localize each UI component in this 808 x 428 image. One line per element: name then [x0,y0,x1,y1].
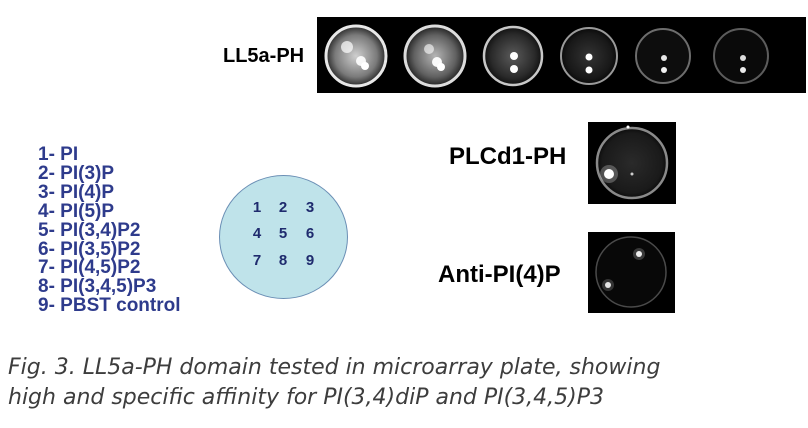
plate-position-2: 2 [278,199,288,216]
caption-line-2: high and specific affinity for PI(3,4)di… [8,385,605,410]
legend-item: 1- PI [38,144,79,165]
plate-position-8: 8 [278,252,288,269]
ll5a-ph-label: LL5a-PH [223,45,305,67]
plate-position-3: 3 [305,199,315,216]
ll5a-well-2 [403,24,467,88]
ll5a-well-1 [324,24,388,88]
anti-pi4p-well [595,236,667,308]
plcd1-ph-label: PLCd1-PH [449,143,567,170]
caption-line-1: Fig. 3. LL5a-PH domain tested in microar… [8,355,661,380]
legend-item: 7- PI(4,5)P2 [38,257,141,279]
ll5a-well-4 [560,27,618,85]
anti-pi4p-well-image [588,232,675,313]
plate-position-4: 4 [252,225,262,242]
legend-item: 8- PI(3,4,5)P3 [38,276,157,298]
plcd1-ph-well [595,125,669,200]
legend-item: 2- PI(3)P [38,162,115,184]
plate-position-7: 7 [252,252,262,269]
legend-item: 9- PBST control [38,295,181,317]
legend-item: 6- PI(3,5)P2 [38,238,141,260]
ll5a-ph-well-strip [317,17,806,93]
ll5a-well-6 [713,28,769,84]
legend-item: 5- PI(3,4)P2 [38,219,141,241]
plate-position-9: 9 [305,252,315,269]
plcd1-ph-well-image [588,122,676,204]
plate-position-5: 5 [278,225,288,242]
plate-position-6: 6 [305,225,315,242]
legend-item: 4- PI(5)P [38,200,115,222]
legend-item: 3- PI(4)P [38,181,115,203]
plate-position-1: 1 [252,199,262,216]
anti-pi4p-label: Anti-PI(4)P [438,261,561,288]
figure-caption: Fig. 3. LL5a-PH domain tested in microar… [8,353,798,413]
ll5a-well-3 [482,25,544,87]
ll5a-ph-wells [324,24,769,88]
lipid-legend: 1- PI 2- PI(3)P 3- PI(4)P 4- PI(5)P 5- P… [38,144,181,317]
ll5a-well-5 [635,28,691,84]
microarray-plate-diagram: 1 2 3 4 5 6 7 8 9 [219,175,348,299]
